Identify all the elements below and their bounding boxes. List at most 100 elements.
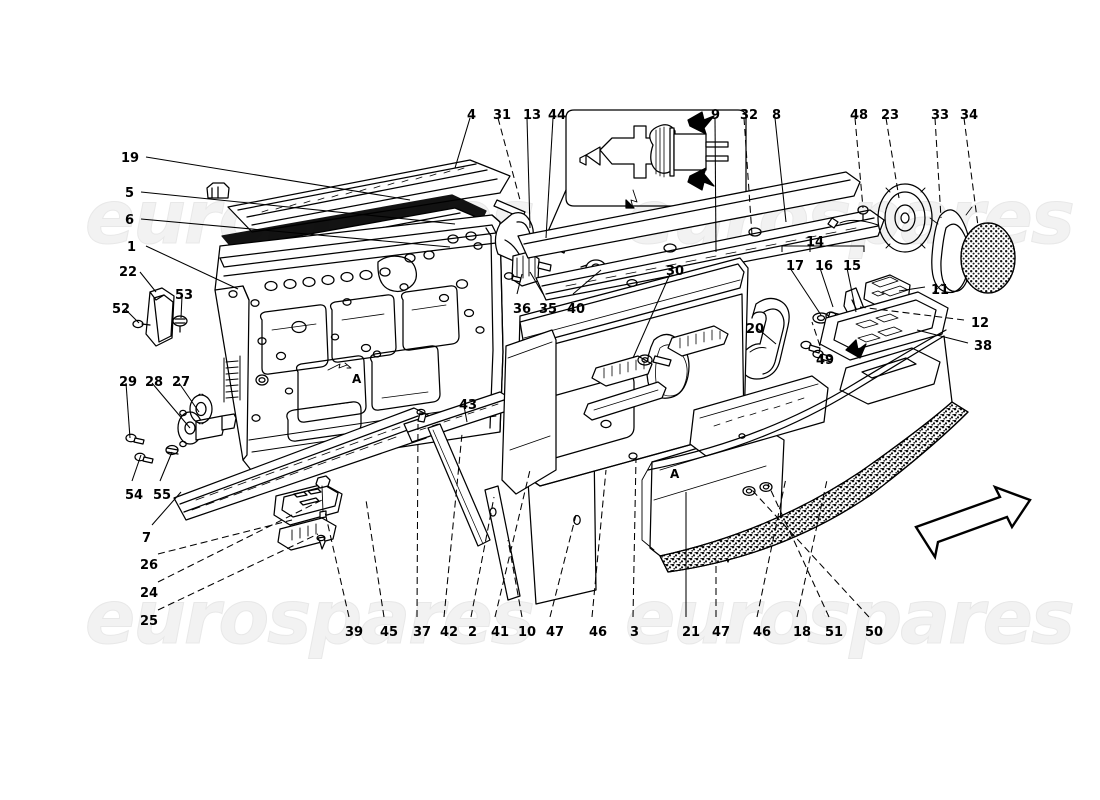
inset-detail-box [539, 109, 747, 254]
watermark-text: eurospares [625, 575, 1076, 662]
callout-number-44: 44 [548, 108, 567, 123]
callout-number-15: 15 [843, 259, 862, 274]
callout-leader-5 [140, 191, 456, 225]
callout-leader-52 [125, 309, 140, 324]
callout-number-10: 10 [518, 625, 537, 640]
callout-number-30: 30 [666, 264, 685, 279]
callout-leader-16 [819, 267, 834, 308]
callout-number-55: 55 [153, 488, 172, 503]
part-39-clip [315, 475, 331, 519]
callout-leader-1 [145, 245, 239, 290]
callout-number-32: 32 [740, 108, 759, 123]
callout-leader-27 [178, 382, 200, 413]
callout-number-46: 46 [753, 625, 772, 640]
callout-number-1: 1 [127, 240, 137, 255]
part-51-carpet-sill [659, 401, 969, 573]
callout-leader-6 [140, 218, 451, 248]
callout-leader-47 [549, 514, 577, 618]
part-34-speaker-grille [960, 222, 1016, 294]
part-45-glass-pane [427, 423, 491, 547]
callout-number-48: 48 [850, 108, 869, 123]
part-25-screw [316, 534, 326, 550]
callout-number-40: 40 [567, 302, 586, 317]
callout-leader-3 [632, 457, 637, 618]
callout-number-46: 46 [589, 625, 608, 640]
callout-leader-35 [529, 271, 544, 295]
callout-number-37: 37 [413, 625, 432, 640]
callout-leader-25 [157, 533, 319, 611]
callout-number-41: 41 [491, 625, 510, 640]
callout-leader-45 [365, 499, 385, 618]
callout-number-13: 13 [523, 108, 542, 123]
callout-number-14: 14 [806, 235, 825, 250]
callout-number-5: 5 [125, 186, 135, 201]
callout-leader-24 [157, 499, 323, 583]
callout-number-51: 51 [825, 625, 844, 640]
callout-number-28: 28 [145, 375, 164, 390]
callout-leader-36 [516, 273, 523, 295]
callout-number-43: 43 [459, 398, 478, 413]
callout-number-6: 6 [125, 213, 135, 228]
callout-leader-13 [526, 117, 531, 229]
callout-number-23: 23 [881, 108, 900, 123]
part-46-side-trim [501, 329, 557, 495]
part-3-door-trim-panel [515, 257, 749, 487]
callout-leader-11 [898, 286, 926, 292]
callout-leader-34 [963, 117, 979, 227]
callout-number-53: 53 [175, 288, 194, 303]
callout-number-47: 47 [546, 625, 565, 640]
callout-number-3: 3 [630, 625, 640, 640]
callout-leader-55 [159, 451, 173, 482]
callout-leader-49 [811, 321, 821, 347]
part-19-clip [206, 182, 230, 199]
part-55-screw [165, 444, 179, 456]
callout-leader-9 [714, 117, 717, 253]
callout-number-38: 38 [974, 339, 993, 354]
callout-leader-43 [463, 405, 468, 423]
callout-leader-29 [125, 382, 131, 439]
callout-leader-2 [470, 496, 495, 618]
callout-number-2: 2 [468, 625, 478, 640]
callout-leader-4 [454, 117, 471, 169]
callout-number-50: 50 [865, 625, 884, 640]
section-letter: A [352, 372, 362, 386]
callout-number-36: 36 [513, 302, 532, 317]
part-23-speaker [827, 183, 933, 253]
part-22-bracket [145, 287, 175, 347]
callout-leader-54 [131, 454, 142, 482]
direction-of-view-arrow [914, 484, 1032, 561]
callout-leader-19 [145, 156, 411, 201]
callout-leader-17 [789, 267, 822, 316]
callout-number-21: 21 [682, 625, 701, 640]
part-2-glass-pane [484, 485, 521, 601]
part-30-trim-clips [591, 325, 729, 387]
callout-leader-51 [767, 483, 830, 618]
callout-leader-37 [416, 423, 419, 618]
callout-leader-23 [885, 117, 900, 199]
callout-leader-46 [591, 469, 607, 618]
callout-number-19: 19 [121, 151, 140, 166]
part-33-speaker-gasket [929, 206, 975, 294]
callout-number-31: 31 [493, 108, 512, 123]
callout-leader-15 [846, 267, 857, 313]
callout-number-54: 54 [125, 488, 144, 503]
part-52-screw [132, 319, 151, 329]
callout-leader-18 [796, 479, 828, 618]
callout-leader-31 [497, 117, 521, 201]
callout-number-4: 4 [467, 108, 477, 123]
callout-number-20: 20 [746, 322, 765, 337]
part-53-screw [172, 315, 188, 333]
watermark-text: eurospares [85, 575, 536, 662]
callout-number-29: 29 [119, 375, 138, 390]
section-letter: A [670, 467, 680, 481]
callout-number-7: 7 [142, 531, 152, 546]
callout-number-49: 49 [816, 353, 835, 368]
callout-number-18: 18 [793, 625, 812, 640]
callout-number-12: 12 [971, 316, 990, 331]
callout-leader-42 [443, 433, 463, 618]
callout-number-26: 26 [140, 558, 159, 573]
callout-number-11: 11 [931, 283, 950, 298]
callout-number-34: 34 [960, 108, 979, 123]
